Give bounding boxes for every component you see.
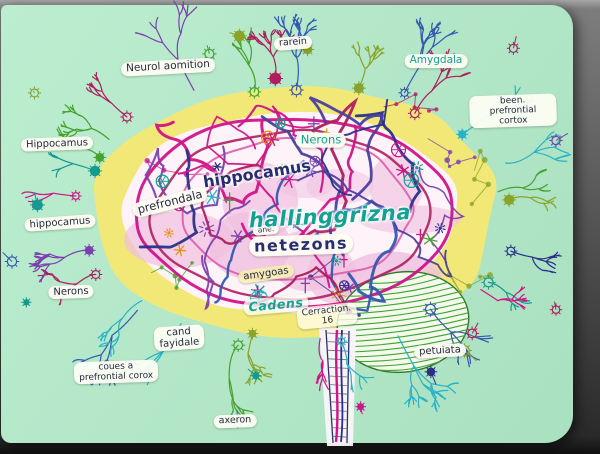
label-nerons-left: Nerons [48, 284, 94, 300]
art-dendrite-trees [2, 0, 572, 429]
label-rarein: rarein [273, 35, 313, 51]
art-neuron-doodles [155, 116, 446, 308]
label-coues-prefrontial-corox: coues a prefrontial corox [73, 359, 159, 385]
label-netezons: netezons [248, 233, 354, 257]
label-hippocamus-upper-left: Hippocamus [20, 136, 94, 152]
label-cand-fayidale: cand fayidale [153, 324, 205, 352]
label-been-prefrontial-cortox: been. prefrontial cortox [468, 93, 558, 129]
label-nerons-center: Nerons [295, 132, 347, 148]
label-amygdala: Amygdala [404, 54, 468, 68]
label-axeron: axeron [213, 413, 257, 429]
